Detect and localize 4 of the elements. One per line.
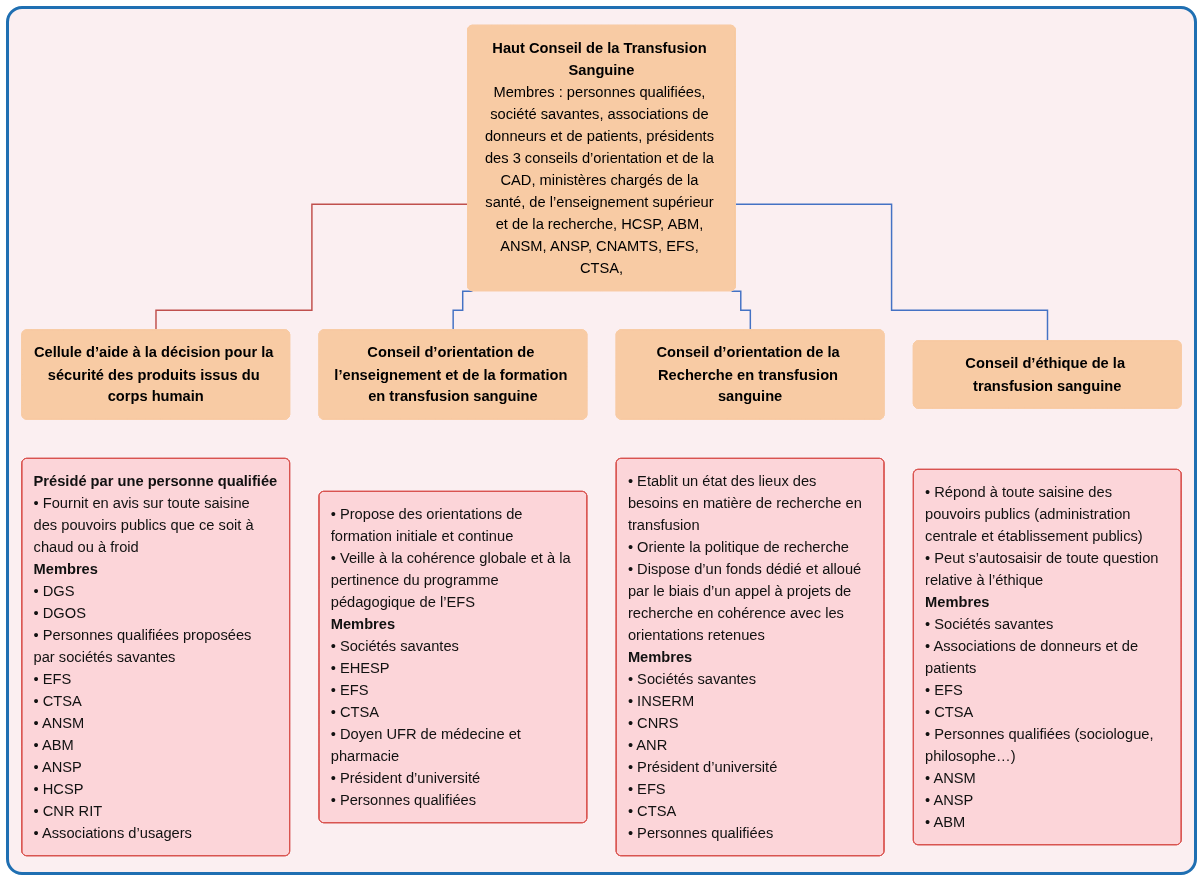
connector <box>155 203 469 331</box>
connector <box>730 290 752 331</box>
connector <box>452 290 474 331</box>
connector <box>735 203 1049 342</box>
